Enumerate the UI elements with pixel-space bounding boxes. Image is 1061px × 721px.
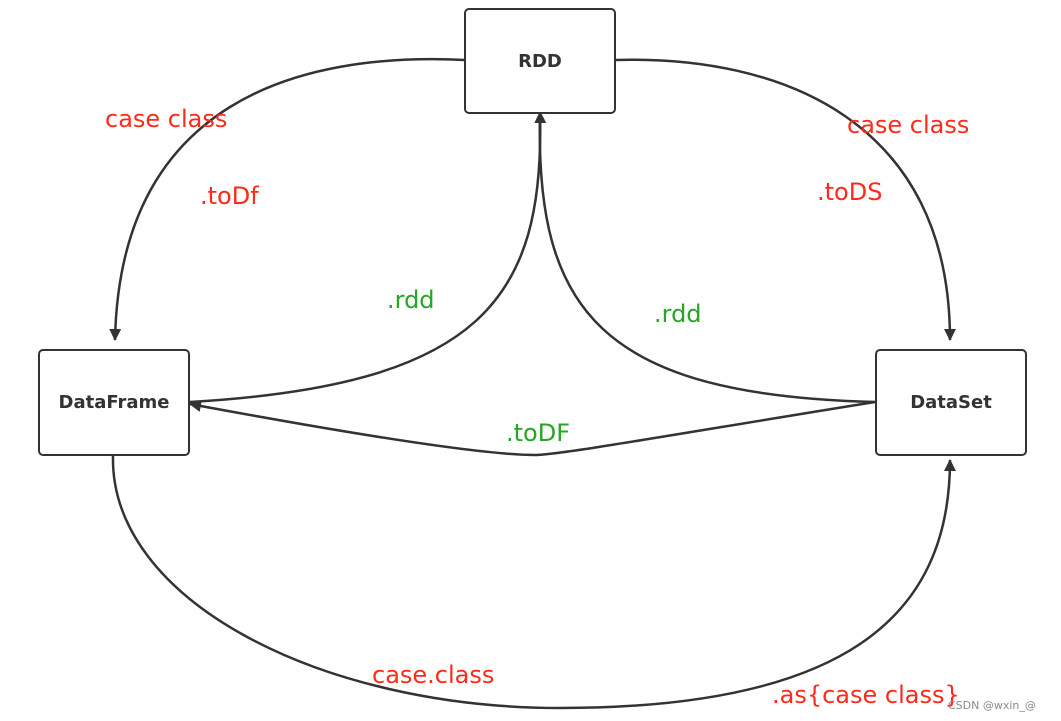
edge-dataset-to-dataframe (189, 400, 876, 457)
label-dataset-to-rdd: .rdd (654, 300, 702, 328)
label-dataframe-to-dataset-as: .as{case class} (772, 681, 960, 709)
edge-dataframe-to-dataset (111, 455, 956, 710)
label-dataset-to-dataframe: .toDF (506, 419, 571, 447)
node-rdd: RDD (464, 8, 616, 114)
label-dataframe-to-dataset-caseclass: case.class (372, 661, 495, 689)
label-rdd-to-dataset-tods: .toDS (817, 178, 883, 206)
label-rdd-to-dataframe-caseclass: case class (105, 105, 228, 133)
edge-dataset-to-rdd (538, 111, 876, 404)
node-dataframe: DataFrame (38, 349, 190, 456)
edge-rdd-to-dataset (614, 58, 956, 341)
label-rdd-to-dataset-caseclass: case class (847, 111, 970, 139)
edge-rdd-to-dataframe (109, 57, 466, 341)
node-dataset: DataSet (875, 349, 1027, 456)
label-dataframe-to-rdd: .rdd (387, 286, 435, 314)
edge-dataframe-to-rdd (189, 111, 547, 404)
label-rdd-to-dataframe-todf: .toDf (200, 182, 259, 210)
watermark: CSDN @wxin_@ (948, 699, 1036, 712)
